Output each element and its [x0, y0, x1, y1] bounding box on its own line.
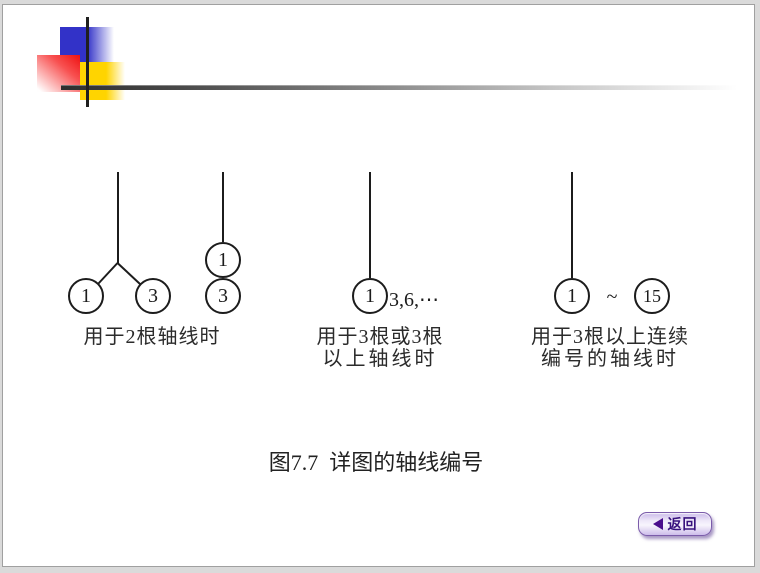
figure-caption: 图7.7 详图的轴线编号	[268, 450, 484, 475]
axis-number-circle: 15	[634, 278, 670, 314]
branch-fork-lines	[97, 262, 141, 285]
axis-number-circle: 1	[352, 278, 388, 314]
axis-number-circle: 1	[554, 278, 590, 314]
diagram-caption-line1: 用于3根以上连续	[531, 326, 689, 348]
axis-line-consecutive	[571, 172, 573, 278]
axis-number-circle: 1	[205, 242, 241, 278]
more-numbers-text: 3,6,⋯	[389, 289, 439, 311]
back-triangle-icon	[652, 518, 663, 530]
diagram-caption-line2: 编号的轴线时	[541, 347, 679, 370]
axis-line-stacked	[222, 172, 224, 242]
diagram-caption-line1: 用于3根或3根	[316, 326, 444, 348]
slide: 1 3 1 3 用于2根轴线时 1 3,6,⋯ 用于3根或3根 以上轴线时 1 …	[2, 4, 755, 567]
return-button-label: 返回	[667, 516, 698, 532]
axis-line-branch	[117, 172, 119, 263]
range-tilde: ~	[606, 286, 618, 308]
return-button[interactable]: 返回	[638, 512, 712, 536]
header-rule	[61, 85, 737, 90]
diagram-caption: 用于2根轴线时	[83, 326, 221, 348]
axis-number-circle: 3	[205, 278, 241, 314]
deco-vertical-line	[86, 17, 89, 107]
diagram-caption-line2: 以上轴线时	[322, 347, 438, 370]
axis-number-circle: 1	[68, 278, 104, 314]
axis-number-circle: 3	[135, 278, 171, 314]
axis-line-three-plus	[369, 172, 371, 278]
